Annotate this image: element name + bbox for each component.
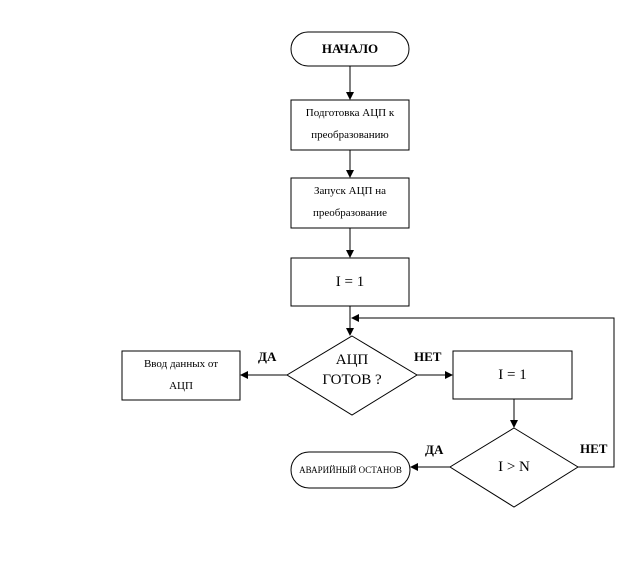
ready-check-label: АЦП ГОТОВ ? [302, 350, 402, 390]
input-label-line-1: Ввод данных от [143, 358, 219, 370]
limit-check-label: I > N [498, 459, 530, 475]
launch-label-line-1: Запуск АЦП на [314, 185, 386, 197]
ready-check-decision [286, 335, 418, 416]
input-label: Ввод данных от АЦП [122, 353, 240, 397]
increment-process-box [452, 350, 573, 400]
ready-check-label-line-1: АЦП [335, 352, 369, 368]
limit-yes-label: ДА [425, 442, 444, 457]
ready-check-label-line-2: ГОТОВ ? [322, 372, 382, 388]
prepare-label: Подготовка АЦП к преобразованию [291, 102, 409, 146]
launch-label-line-2: преобразование [312, 207, 388, 219]
emergency-label: АВАРИЙНЫЙ ОСТАНОВ [299, 465, 402, 475]
arrow-limit-loop-back [351, 314, 615, 468]
limit-no-label: НЕТ [580, 441, 608, 456]
prepare-label-line-2: преобразованию [311, 129, 389, 141]
launch-label: Запуск АЦП на преобразование [291, 180, 409, 224]
prepare-label-line-1: Подготовка АЦП к [305, 107, 395, 119]
init-label: I = 1 [335, 274, 365, 290]
increment-label: I = 1 [498, 367, 527, 383]
ready-no-label: НЕТ [414, 349, 442, 364]
ready-yes-label: ДА [258, 349, 277, 364]
input-label-line-2: АЦП [169, 380, 193, 392]
limit-check-decision [449, 427, 579, 508]
start-label: НАЧАЛО [321, 41, 379, 56]
